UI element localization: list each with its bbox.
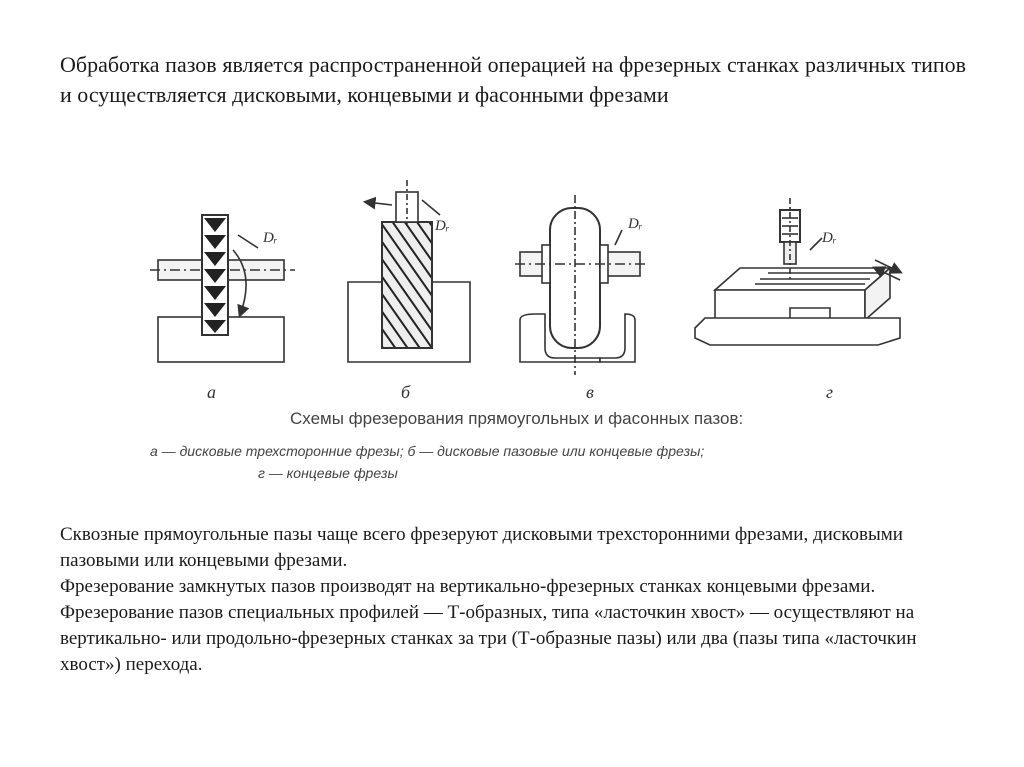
figure-caption-title: Схемы фрезерования прямоугольных и фасон… [290, 409, 744, 428]
panel-d-drawing [694, 198, 903, 346]
panel-b-drawing [347, 180, 471, 363]
panel-c-drawing [515, 195, 645, 375]
panel-a-tool-label: Dᵣ [262, 230, 278, 246]
panel-c-letter: в [586, 382, 594, 402]
milling-schemes-drawing: Dᵣ Dᵣ Dᵣ [150, 180, 903, 402]
panel-a-letter: а [207, 382, 216, 402]
body-text: Сквозные прямоугольные пазы чаще всего ф… [60, 522, 970, 678]
intro-paragraph: Обработка пазов является распространенно… [60, 52, 966, 107]
figure-caption-line-2: г — концевые фрезы [258, 465, 398, 481]
panel-b-tool-label: Dᵣ [434, 218, 450, 234]
panel-b-letter: б [401, 382, 411, 402]
panel-a-drawing [150, 214, 295, 363]
panel-d-letter: г [826, 382, 833, 402]
figure-caption-line-1: а — дисковые трехсторонние фрезы; б — ди… [150, 443, 705, 459]
body-paragraph-2: Фрезерование замкнутых пазов производят … [60, 576, 876, 597]
milling-schemes-figure: Dᵣ Dᵣ Dᵣ [130, 180, 930, 490]
panel-d-tool-label: Dᵣ [821, 230, 837, 246]
body-paragraph-3: Фрезерование пазов специальных профилей … [60, 602, 917, 675]
body-paragraph-1: Сквозные прямоугольные пазы чаще всего ф… [60, 524, 903, 571]
panel-c-tool-label: Dᵣ [627, 216, 643, 232]
